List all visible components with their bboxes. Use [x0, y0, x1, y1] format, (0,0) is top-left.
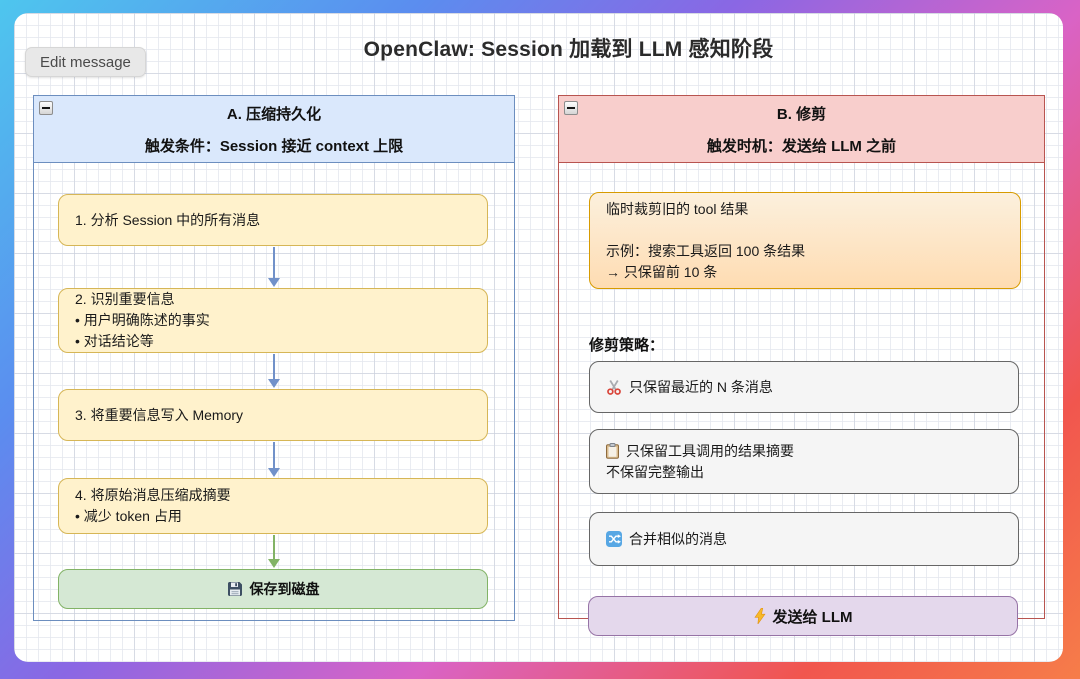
note-line: 示例：搜索工具返回 100 条结果 — [606, 242, 806, 259]
arrow-down-icon — [268, 535, 280, 568]
panel-trim-subtitle: 触发时机：发送给 LLM 之前 — [706, 137, 897, 155]
step-compress-summary: 4. 将原始消息压缩成摘要 • 减少 token 占用 — [58, 478, 488, 534]
arrow-down-icon — [268, 442, 280, 477]
step-line: • 对话结论等 — [75, 333, 154, 349]
send-to-llm-node: 发送给 LLM — [588, 596, 1018, 636]
arrow-down-icon — [268, 247, 280, 287]
step-line: 4. 将原始消息压缩成摘要 — [75, 487, 231, 503]
step-line: • 减少 token 占用 — [75, 508, 182, 524]
step-line: 2. 识别重要信息 — [75, 291, 175, 307]
edit-message-button[interactable]: Edit message — [25, 47, 146, 77]
save-to-disk-label: 保存到磁盘 — [249, 581, 320, 597]
panel-trim-header: B. 修剪 触发时机：发送给 LLM 之前 — [559, 96, 1044, 163]
panel-compress-persist: A. 压缩持久化 触发条件：Session 接近 context 上限 1. 分… — [33, 95, 515, 621]
strategy-label: 合并相似的消息 — [629, 530, 727, 547]
strategy-label-line2: 不保留完整输出 — [606, 463, 704, 480]
save-to-disk-node: 保存到磁盘 — [58, 569, 488, 609]
step-identify-important-info: 2. 识别重要信息 • 用户明确陈述的事实 • 对话结论等 — [58, 288, 488, 353]
shuffle-icon — [606, 531, 622, 547]
panel-compress-title: A. 压缩持久化 — [226, 105, 322, 123]
trim-note-node: 临时裁剪旧的 tool 结果 示例：搜索工具返回 100 条结果 → 只保留前 … — [589, 192, 1021, 289]
floppy-disk-icon — [227, 581, 243, 597]
collapse-minus-icon[interactable] — [564, 101, 578, 115]
diagram-canvas: OpenClaw: Session 加载到 LLM 感知阶段 Edit mess… — [14, 13, 1063, 662]
panel-compress-subtitle: 触发条件：Session 接近 context 上限 — [144, 137, 404, 155]
strategy-merge-similar: 合并相似的消息 — [589, 512, 1019, 566]
minus-glyph — [567, 107, 575, 109]
send-to-llm-label: 发送给 LLM — [772, 608, 853, 626]
strategy-keep-recent-n: 只保留最近的 N 条消息 — [589, 361, 1019, 413]
step-line: 3. 将重要信息写入 Memory — [75, 406, 244, 423]
panel-compress-header: A. 压缩持久化 触发条件：Session 接近 context 上限 — [34, 96, 514, 163]
collapse-minus-icon[interactable] — [39, 101, 53, 115]
strategy-label: 只保留最近的 N 条消息 — [629, 378, 773, 395]
scissors-icon — [606, 379, 622, 395]
step-line: 1. 分析 Session 中的所有消息 — [75, 211, 261, 228]
step-write-memory: 3. 将重要信息写入 Memory — [58, 389, 488, 441]
arrow-down-icon — [268, 354, 280, 388]
strategy-keep-tool-summaries: 只保留工具调用的结果摘要 不保留完整输出 — [589, 429, 1019, 494]
strategy-label: 只保留工具调用的结果摘要 — [626, 442, 794, 459]
note-line: 临时裁剪旧的 tool 结果 — [606, 200, 749, 217]
note-line: → 只保留前 10 条 — [606, 263, 718, 280]
panel-trim-title: B. 修剪 — [776, 105, 827, 123]
step-analyze-messages: 1. 分析 Session 中的所有消息 — [58, 194, 488, 246]
minus-glyph — [42, 107, 50, 109]
lightning-icon — [753, 608, 766, 624]
panel-trim: B. 修剪 触发时机：发送给 LLM 之前 临时裁剪旧的 tool 结果 示例：… — [558, 95, 1045, 636]
strategies-label: 修剪策略： — [589, 337, 665, 354]
page-title: OpenClaw: Session 加载到 LLM 感知阶段 — [363, 38, 774, 61]
step-line: • 用户明确陈述的事实 — [75, 312, 210, 328]
clipboard-icon — [606, 443, 619, 459]
